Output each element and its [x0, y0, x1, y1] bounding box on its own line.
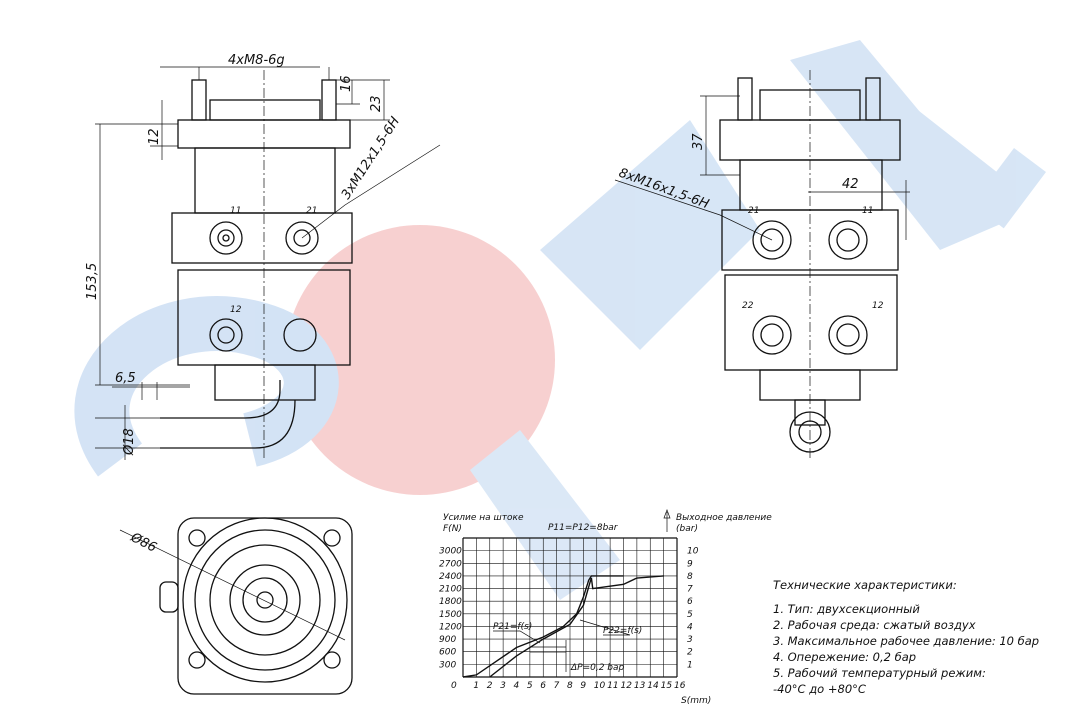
x-tick-label: 3	[500, 681, 506, 691]
port-label-12: 12	[230, 305, 242, 315]
series-label-p22: P22=f(s)	[603, 626, 642, 636]
y-tick-label: 3000	[439, 547, 462, 557]
x-tick-label: 4	[514, 681, 520, 691]
dim-dia-86: Ø86	[127, 530, 159, 556]
x-tick-label: 9	[580, 681, 586, 691]
chart-ylabel: Усилие на штоке	[443, 513, 524, 523]
y-tick-label: 300	[439, 660, 456, 670]
dim-6-5: 6,5	[115, 371, 136, 386]
y2-tick-label: 10	[687, 547, 699, 557]
series-line-p22	[489, 575, 664, 678]
y-tick-label: 1200	[439, 622, 462, 632]
dim-153-5: 153,5	[85, 263, 100, 300]
specs-title: Технические характеристики:	[773, 578, 957, 592]
port-label-21: 21	[306, 206, 317, 216]
x-tick-label: 11	[607, 681, 618, 691]
x-tick-label: 1	[473, 681, 479, 691]
spec-item: -40°C до +80°C	[773, 682, 866, 696]
x-tick-label: 16	[674, 681, 686, 691]
y2-tick-label: 4	[687, 622, 693, 632]
technical-specs: Технические характеристики: 1. Тип: двух…	[773, 577, 1039, 697]
y2-tick-label: 2	[687, 648, 693, 658]
chart-ylabel-unit: F(N)	[443, 524, 462, 534]
series-line-p21	[462, 575, 624, 678]
dim-42: 42	[842, 177, 859, 192]
port-label-11: 11	[230, 206, 241, 216]
y2-tick-label: 1	[687, 660, 693, 670]
port-11	[209, 221, 243, 255]
x-tick-label: 6	[540, 681, 546, 691]
y2-tick-label: 6	[687, 597, 693, 607]
y-tick-label: 2400	[439, 572, 462, 582]
x-tick-label: 8	[567, 681, 573, 691]
spec-item: 1. Тип: двухсекционный	[773, 602, 920, 616]
x-tick-label: 10	[594, 681, 606, 691]
dim-23: 23	[369, 95, 384, 112]
chart-y2label: Выходное давление	[676, 513, 772, 523]
spec-item: 2. Рабочая среда: сжатый воздух	[773, 618, 976, 632]
spec-item: 4. Опережение: 0,2 бар	[773, 650, 917, 664]
y2-tick-label: 8	[687, 572, 693, 582]
y2-tick-label: 5	[687, 610, 693, 620]
y-tick-label: 1800	[439, 597, 462, 607]
x-tick-label: 2	[487, 681, 493, 691]
chart-title: P11=P12=8bar	[548, 523, 619, 533]
spec-item: 3. Максимальное рабочее давление: 10 бар	[773, 634, 1040, 648]
watermark	[74, 40, 1046, 600]
x-tick-label: 14	[647, 681, 659, 691]
dim-16: 16	[339, 75, 354, 92]
x-tick-label: 13	[634, 681, 646, 691]
arrow-up-icon	[663, 509, 671, 532]
x-tick-label: 5	[527, 681, 533, 691]
chart-xlabel: S(mm)	[681, 696, 711, 706]
y-tick-label: 900	[439, 635, 456, 645]
port-21	[285, 221, 319, 255]
dim-12: 12	[147, 128, 162, 145]
dim-studs: 4xM8-6g	[228, 53, 285, 68]
port-label-22: 22	[742, 301, 754, 311]
y2-tick-label: 3	[687, 635, 693, 645]
port-label-12: 12	[872, 301, 884, 311]
x-tick-label: 0	[451, 681, 457, 691]
series-label-p21: P21=f(s)	[493, 622, 532, 632]
characteristic-chart: Усилие на штоке F(N) P11=P12=8bar Выходн…	[439, 509, 772, 706]
dim-37: 37	[691, 133, 706, 150]
dim-dia-18: Ø18	[122, 428, 137, 456]
y-tick-label: 600	[439, 648, 456, 658]
y2-tick-label: 7	[687, 585, 693, 595]
x-tick-label: 12	[621, 681, 633, 691]
watermark-globe-icon	[285, 225, 555, 495]
x-tick-label: 15	[661, 681, 673, 691]
y-tick-label: 2700	[439, 559, 462, 569]
spec-item: 5. Рабочий температурный режим:	[773, 666, 986, 680]
y2-tick-label: 9	[687, 559, 693, 569]
y-tick-label: 2100	[439, 585, 462, 595]
chart-y2label-unit: (bar)	[676, 524, 698, 534]
chart-annotation: ΔP=0,2 bap	[570, 663, 625, 673]
port-12	[209, 318, 243, 352]
port-label-21: 21	[748, 206, 759, 216]
y-tick-label: 1500	[439, 610, 462, 620]
port-label-11: 11	[862, 206, 873, 216]
x-tick-label: 7	[554, 681, 560, 691]
bottom-view: Ø86	[119, 517, 353, 695]
